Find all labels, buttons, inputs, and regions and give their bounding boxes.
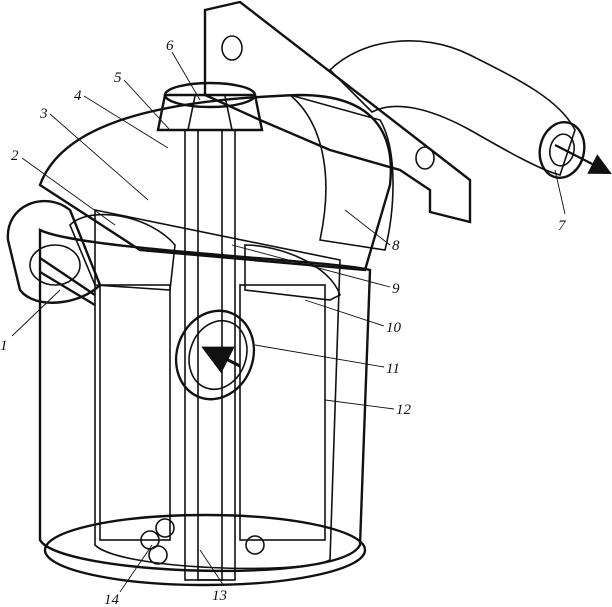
callout-12: 12	[396, 402, 412, 418]
callout-1: 1	[0, 338, 8, 354]
filter-housing	[38, 228, 372, 587]
cap-nut	[156, 81, 264, 132]
leader-lines	[11, 51, 566, 593]
mounting-flange	[203, 0, 472, 224]
center-bolt	[184, 129, 236, 581]
callout-2: 2	[11, 148, 19, 164]
felt-pad-right	[244, 244, 341, 301]
callout-5: 5	[114, 70, 122, 86]
callout-6: 6	[166, 38, 174, 54]
callout-11: 11	[386, 361, 400, 377]
callout-7: 7	[558, 218, 567, 234]
inlet-fitting	[6, 199, 102, 307]
outlet-flow-arrow	[554, 144, 612, 174]
callout-10: 10	[386, 320, 402, 336]
callout-4: 4	[74, 88, 82, 104]
flow-arrow	[201, 346, 241, 374]
callout-3: 3	[39, 106, 48, 122]
callout-13: 13	[212, 588, 227, 604]
callout-8: 8	[392, 238, 400, 254]
filter-element-left	[99, 284, 171, 541]
cutaway-chamber	[94, 209, 341, 570]
flow-ring	[174, 309, 256, 401]
outlet-pipe	[328, 40, 586, 179]
callout-9: 9	[392, 281, 400, 297]
filter-element-right	[239, 284, 326, 541]
bottom-balls	[140, 518, 265, 565]
callout-14: 14	[104, 592, 120, 607]
felt-pad-left	[69, 213, 176, 291]
filter-cover	[38, 93, 394, 272]
